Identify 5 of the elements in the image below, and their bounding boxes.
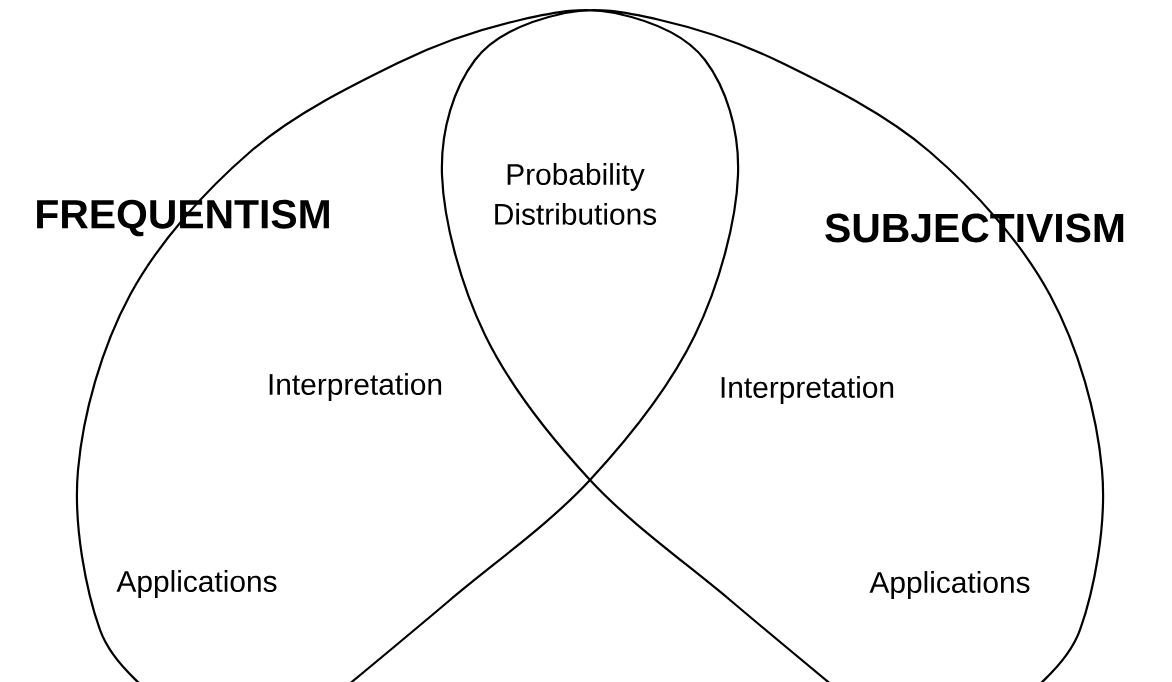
region-label: Interpretation xyxy=(721,376,894,404)
region-label: Applications xyxy=(869,571,1030,599)
region-label: Interpretation xyxy=(269,373,442,401)
region-label: Probability Distributions xyxy=(495,163,657,225)
region-label: Applications xyxy=(116,570,277,598)
